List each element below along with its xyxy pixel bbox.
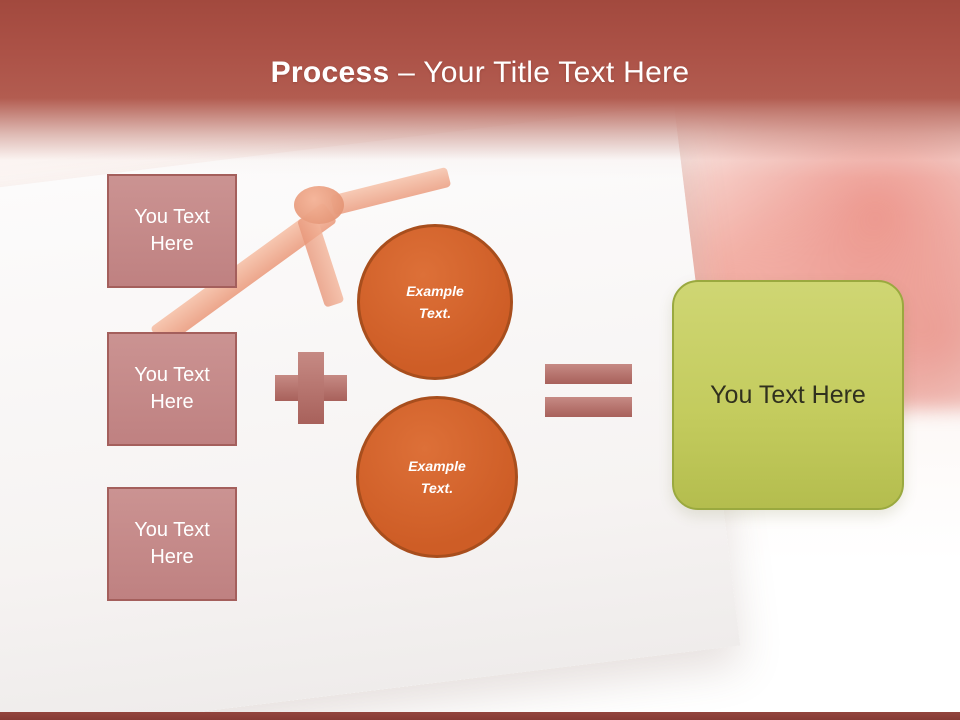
text-box-3-label: You Text Here: [134, 519, 210, 568]
header-band: Process – Your Title Text Here: [0, 0, 960, 178]
plus-vertical-bar: [298, 352, 324, 424]
text-box-2: You Text Here: [107, 332, 237, 446]
ribbon-knot-decoration: [294, 186, 344, 224]
result-box-label: You Text Here: [710, 380, 866, 409]
equals-top-bar: [545, 364, 632, 384]
text-box-3: You Text Here: [107, 487, 237, 601]
example-circle-1: Example Text.: [357, 224, 513, 380]
ribbon-tail-decoration: [296, 214, 345, 308]
title-keyword: Process: [270, 56, 390, 89]
equals-sign-shape: [545, 364, 632, 417]
footer-accent-bar: [0, 712, 960, 720]
example-circle-2: Example Text.: [356, 396, 518, 558]
text-box-2-label: You Text Here: [134, 364, 210, 413]
text-box-1-label: You Text Here: [134, 206, 210, 255]
text-box-1: You Text Here: [107, 174, 237, 288]
example-circle-2-label: Example Text.: [408, 457, 466, 496]
title-subtitle: – Your Title Text Here: [398, 56, 690, 89]
example-circle-1-label: Example Text.: [406, 282, 464, 321]
result-box: You Text Here: [672, 280, 904, 510]
page-title: Process – Your Title Text Here: [0, 56, 960, 90]
equals-bottom-bar: [545, 397, 632, 417]
plus-sign-shape: [275, 352, 347, 424]
